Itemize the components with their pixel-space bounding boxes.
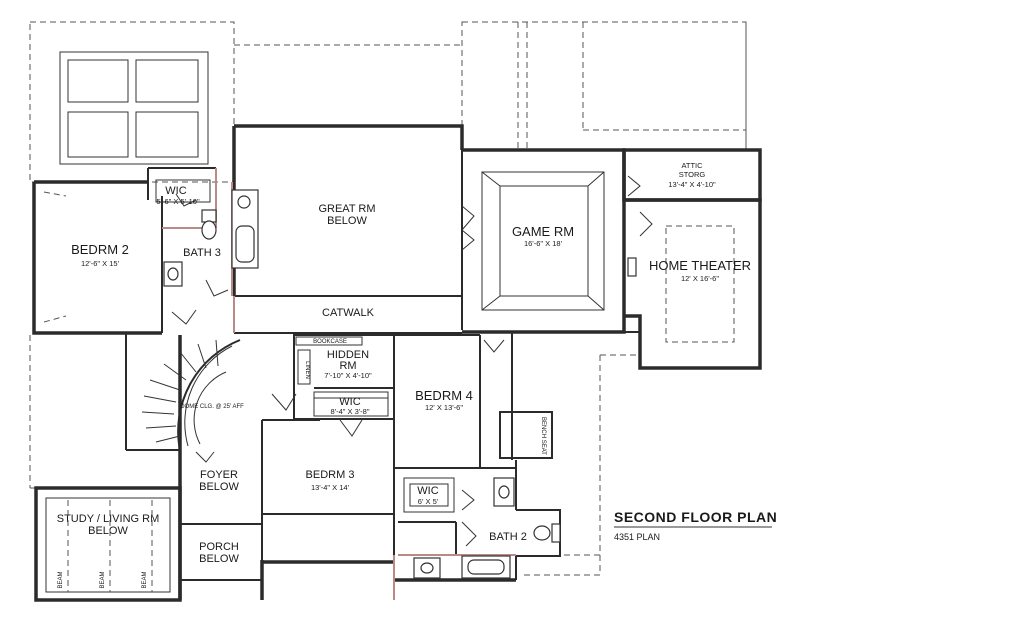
- bedrm-2-dims: 12'-6" X 15': [81, 259, 120, 268]
- bath-2-label: BATH 2: [489, 531, 527, 543]
- porch-note: BELOW: [199, 553, 239, 565]
- home-theater-dims: 12' X 16'-6": [681, 274, 719, 283]
- great-rm-label: GREAT RM: [318, 203, 375, 215]
- bookcase-label: BOOKCASE: [313, 339, 347, 345]
- bedrm2-ceiling: [43, 191, 67, 323]
- wic-3-label: WIC: [417, 485, 438, 497]
- great-rm-note: BELOW: [327, 215, 367, 227]
- home-theater-screen-outline: [665, 225, 735, 343]
- exterior-walls: [32, 124, 762, 602]
- attic-label: ATTIC: [681, 161, 703, 170]
- roof-outlines: [29, 21, 747, 576]
- game-rm-label: GAME RM: [512, 224, 574, 239]
- plan-subtitle: 4351 PLAN: [614, 532, 660, 542]
- bedrm-4-dims: 12' X 13'-6": [425, 403, 463, 412]
- study-beams: [67, 500, 153, 592]
- bedrm-2-label: BEDRM 2: [71, 242, 129, 257]
- bathroom-fixtures: [163, 189, 637, 579]
- room-labels: GREAT RM BELOW WIC 5'-6" X 5'-10" BEDRM …: [57, 161, 751, 589]
- wic-2-dims: 8'-4" X 3'-8": [330, 407, 369, 416]
- dome-note: DOME CLG. @ 25' AFF: [180, 404, 244, 410]
- attic-label-2: STORG: [679, 170, 706, 179]
- home-theater-label: HOME THEATER: [649, 258, 751, 273]
- spiral-staircase: [141, 339, 241, 451]
- wic-3-dims: 6' X 5': [418, 497, 439, 506]
- catwalk-label: CATWALK: [322, 307, 375, 319]
- study-note: BELOW: [88, 525, 128, 537]
- wic-1-dims: 5'-6" X 5'-10": [156, 197, 200, 206]
- hidden-room-walls: [293, 334, 395, 420]
- foyer-note: BELOW: [199, 481, 239, 493]
- game-room-tray-ceiling: [481, 171, 605, 311]
- linen-label: LINEN: [304, 361, 310, 379]
- attic-dims: 13'-4" X 4'-10": [668, 180, 716, 189]
- bench-seat-label: BENCH SEAT: [540, 417, 546, 455]
- foyer-label: FOYER: [200, 469, 238, 481]
- plan-title: SECOND FLOOR PLAN: [614, 509, 777, 525]
- bath-3-label: BATH 3: [183, 247, 221, 259]
- title-block: SECOND FLOOR PLAN 4351 PLAN: [614, 509, 777, 542]
- bedrm-3-dims: 13'-4" X 14': [311, 483, 350, 492]
- beam-label-1: BEAM: [58, 571, 64, 588]
- study-label: STUDY / LIVING RM: [57, 513, 159, 525]
- hidden-rm-dims: 7'-10" X 4'-10": [324, 371, 372, 380]
- bedrm-4-label: BEDRM 4: [415, 388, 473, 403]
- beam-label-3: BEAM: [142, 571, 148, 588]
- closet-rods: [155, 179, 455, 513]
- porch-label: PORCH: [199, 541, 239, 553]
- skylight-grid: [59, 51, 209, 165]
- bedrm-3-label: BEDRM 3: [306, 469, 355, 481]
- beam-label-2: BEAM: [100, 571, 106, 588]
- wic-2-label: WIC: [339, 396, 360, 408]
- hidden-rm-label-2: RM: [339, 360, 356, 372]
- wic-1-label: WIC: [165, 185, 186, 197]
- game-rm-dims: 16'-6" X 18': [524, 239, 563, 248]
- hidden-rm-label: HIDDEN: [327, 349, 369, 361]
